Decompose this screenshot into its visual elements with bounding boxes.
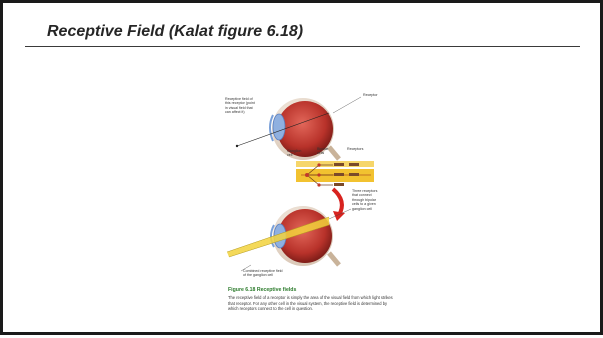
label-combined-field: Combined receptive field of the ganglion… [243, 269, 283, 278]
label-three-receptors: Three receptors that connect through bip… [352, 189, 377, 211]
label-receptive-field: Receptive field of this receptor (point … [225, 97, 255, 115]
slide-title: Receptive Field (Kalat figure 6.18) [47, 23, 303, 41]
label-receptor: Receptor [363, 93, 378, 97]
retina-detail [296, 161, 374, 187]
textbook-figure: Receptive field of this receptor (point … [221, 89, 397, 338]
eye-diagram [221, 89, 397, 285]
lower-eye [227, 206, 351, 271]
title-divider [25, 46, 580, 47]
label-bipolar-cells: Bipolar cells [317, 147, 328, 156]
label-ganglion-cell: Ganglion cell [287, 149, 301, 158]
figure-caption-title: Figure 6.18 Receptive fields [228, 287, 296, 293]
red-arrow [333, 189, 342, 215]
label-receptors: Receptors [347, 147, 363, 151]
figure-caption-body: The receptive field of a receptor is sim… [228, 295, 394, 312]
